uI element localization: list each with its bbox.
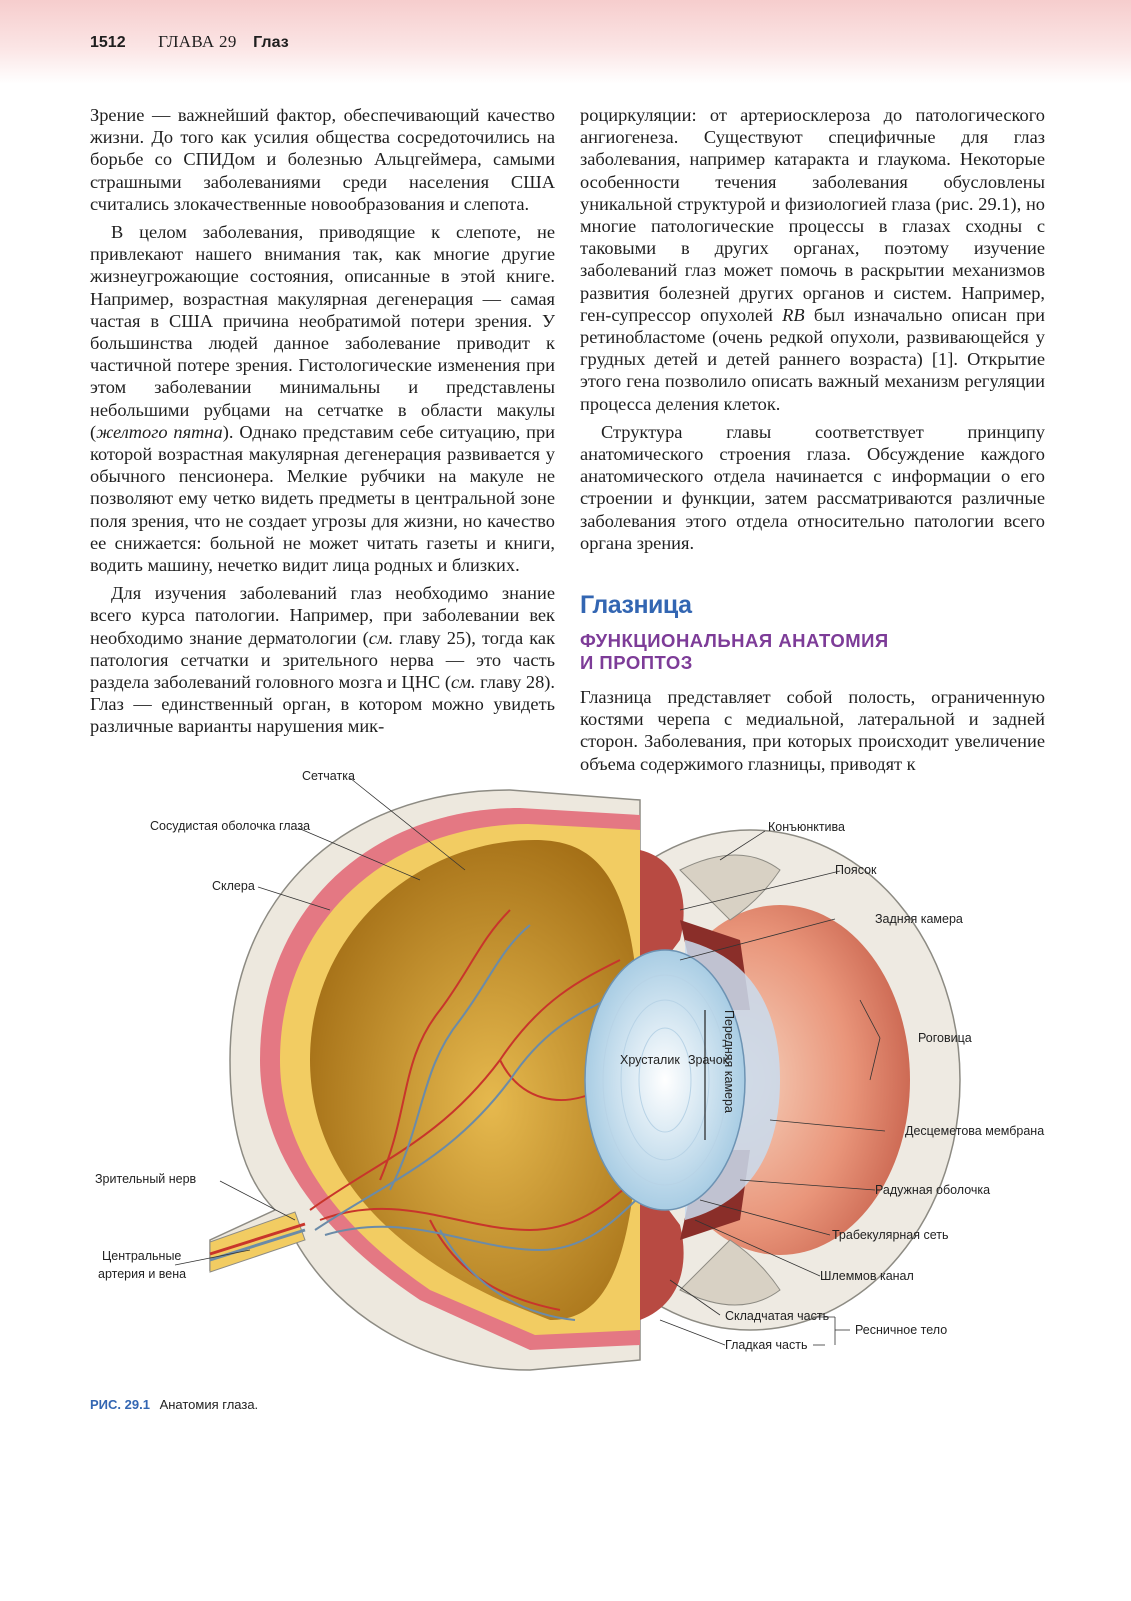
caption-text: Анатомия глаза. — [159, 1397, 259, 1412]
zonule-label: Поясок — [835, 863, 877, 877]
text-run: ). Однако представим себе ситуацию, при … — [90, 421, 555, 576]
paragraph: В целом заболевания, приводящие к слепот… — [90, 221, 555, 576]
subsection-heading-line: И ПРОПТОЗ — [580, 652, 693, 674]
text-run: главу 28). Глаз — единственный орган, в … — [90, 672, 555, 737]
central-vessels-label: Центральные — [102, 1249, 181, 1263]
eye-anatomy-illustration: Хрусталик Зрачок Передняя камера — [95, 769, 1044, 1371]
text-run: был изначально описан при ретинобластоме… — [580, 304, 1045, 414]
retinal-veins — [314, 924, 637, 1321]
pupil-label: Зрачок — [688, 1053, 729, 1067]
posterior-chamber-label: Задняя камера — [875, 912, 963, 926]
text-run: В целом заболевания, приводящие к слепот… — [90, 222, 555, 442]
figure-number: РИС. 29.1 — [90, 1397, 150, 1412]
pars-plicata-label: Складчатая часть — [725, 1309, 829, 1323]
subsection-heading-line: ФУНКЦИОНАЛЬНАЯ АНАТОМИЯ — [580, 630, 889, 652]
text-run: главу 25), тогда как патология сетчатки … — [90, 627, 556, 693]
text-run: Для изучения заболеваний глаз необходимо… — [90, 583, 555, 648]
emphasis: желтого пятна — [96, 421, 223, 442]
conjunctiva-shape — [679, 854, 781, 921]
conjunctiva-label: Конъюнктива — [768, 820, 845, 834]
lens-label: Хрусталик — [620, 1053, 680, 1067]
pars-plana-label: Гладкая часть — [725, 1338, 808, 1352]
ciliary-body-top — [640, 850, 684, 980]
central-artery — [209, 1222, 306, 1256]
paragraph: Структура главы соответствует принципу а… — [580, 421, 1045, 553]
section-heading: Глазница — [580, 591, 692, 620]
trabecular-label: Трабекулярная сеть — [832, 1228, 949, 1242]
schlemm-label: Шлеммов канал — [820, 1269, 914, 1283]
cornea-label: Роговица — [918, 1031, 972, 1045]
left-column: Зрение — важнейший фактор, обеспечивающи… — [90, 104, 555, 738]
figure-caption: РИС. 29.1 Анатомия глаза. — [90, 1397, 258, 1412]
eye-anatomy-figure: Хрусталик Зрачок Передняя камера — [80, 760, 1060, 1380]
leader-lines — [174, 777, 886, 1346]
lens-rings — [602, 974, 728, 1186]
lens-shape — [584, 949, 746, 1211]
paragraph: Зрение — важнейший фактор, обеспечивающи… — [90, 105, 555, 214]
retinal-arteries — [309, 909, 636, 1311]
paragraph: роциркуляции: от артериосклероза до пато… — [580, 104, 1045, 415]
ciliary-body-label: Ресничное тело — [855, 1323, 947, 1337]
paragraph: Глазница представляет собой полость, огр… — [580, 687, 1045, 774]
conjunctiva-shape — [679, 1239, 781, 1306]
choroid-label: Сосудистая оболочка глаза — [150, 819, 310, 833]
central-vessels-label: артерия и вена — [98, 1267, 186, 1281]
right-column: роциркуляции: от артериосклероза до пато… — [580, 104, 1045, 775]
iris-label: Радужная оболочка — [875, 1183, 990, 1197]
text-run: роциркуляции: от артериосклероза до пато… — [580, 105, 1045, 325]
sclera-label: Склера — [212, 879, 255, 893]
chapter-name: Глаз — [253, 34, 289, 51]
emphasis: см. — [450, 672, 476, 693]
vitreous-body — [310, 840, 640, 1320]
retina-label: Сетчатка — [302, 769, 355, 783]
chapter-label: ГЛАВА 29 — [158, 32, 237, 51]
ciliary-body-bottom — [640, 1185, 684, 1320]
emphasis: см. — [368, 627, 394, 648]
descemet-label: Десцеметова мембрана — [905, 1124, 1044, 1138]
subsection-heading: ФУНКЦИОНАЛЬНАЯ АНАТОМИЯ И ПРОПТОЗ — [580, 630, 1045, 674]
page-header: 1512 ГЛАВА 29 Глаз — [0, 0, 1131, 84]
anterior-chamber-label: Передняя камера — [722, 1010, 736, 1113]
running-head: 1512 ГЛАВА 29 Глаз — [90, 31, 289, 52]
paragraph: Для изучения заболеваний глаз необходимо… — [90, 582, 555, 737]
emphasis: RB — [782, 304, 805, 325]
optic-nerve-label: Зрительный нерв — [95, 1172, 197, 1186]
optic-nerve-shape — [209, 1211, 306, 1273]
page-number: 1512 — [90, 34, 126, 51]
